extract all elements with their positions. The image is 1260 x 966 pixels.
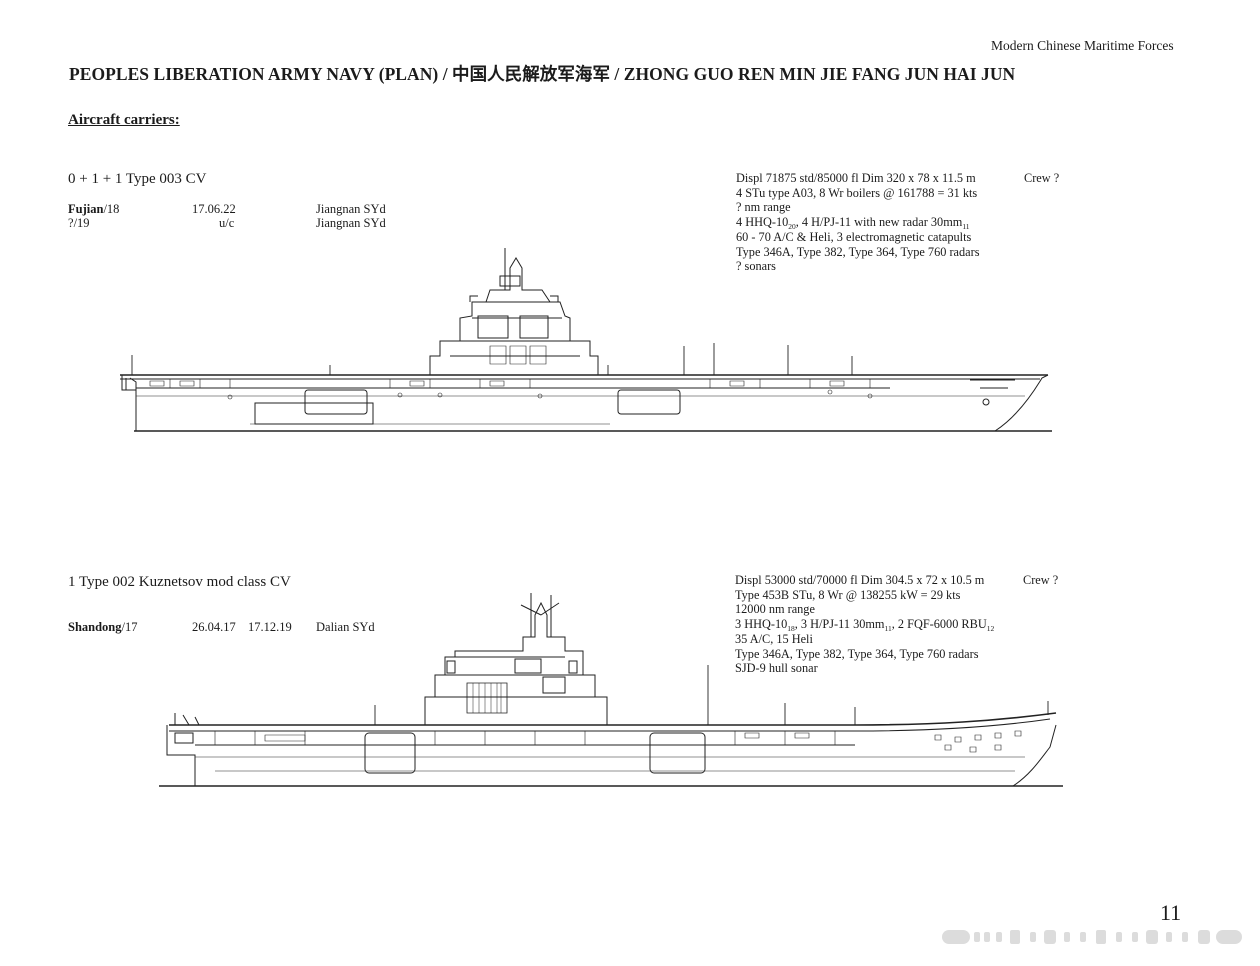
ship-profile-type-003 [110, 238, 1060, 438]
spec-displacement-dimensions: Displ 53000 std/70000 fl Dim 304.5 x 72 … [735, 573, 985, 587]
spec-propulsion: Type 453B STu, 8 Wr @ 138255 kW = 29 kts [735, 587, 961, 602]
spec-aircraft: 60 - 70 A/C & Heli, 3 electromagnetic ca… [736, 229, 972, 244]
spec-armament: 3 HHQ-1018, 3 H/PJ-11 30mm11, 2 FQF-6000… [735, 617, 995, 634]
ship-name: Shandong/17 [68, 620, 138, 634]
spec-aircraft: 35 A/C, 15 Heli [735, 631, 813, 646]
page-title: PEOPLES LIBERATION ARMY NAVY (PLAN) / 中国… [69, 64, 1016, 84]
ship-row-shandong: Shandong/17 26.04.17 17.12.19 Dalian SYd [68, 620, 398, 635]
class-heading-type-003: 0 + 1 + 1 Type 003 CV [68, 171, 207, 187]
spec-range: ? nm range [736, 200, 791, 215]
ship-row-fujian: Fujian/18 17.06.22 Jiangnan SYd [68, 202, 398, 217]
laid-down-date: 26.04.17 [192, 620, 236, 634]
builder: Jiangnan SYd [316, 202, 386, 216]
spec-armament: 4 HHQ-1020, 4 H/PJ-11 with new radar 30m… [736, 215, 970, 232]
spec-block-type-003: Displ 71875 std/85000 fl Dim 320 x 78 x … [736, 171, 979, 274]
section-heading: Aircraft carriers: [68, 112, 180, 128]
page-scroll-strip[interactable] [940, 927, 1245, 947]
ship-row-unnamed: ?/19 u/c Jiangnan SYd [68, 216, 398, 231]
spec-radars: Type 346A, Type 382, Type 364, Type 760 … [736, 244, 980, 259]
spec-radars: Type 346A, Type 382, Type 364, Type 760 … [735, 646, 979, 661]
spec-displacement-dimensions: Displ 71875 std/85000 fl Dim 320 x 78 x … [736, 171, 976, 185]
ship-profile-type-002 [155, 585, 1070, 795]
laid-down-date: 17.06.22 [192, 202, 236, 216]
ship-name: Fujian/18 [68, 202, 120, 216]
builder: Jiangnan SYd [316, 216, 386, 230]
running-header: Modern Chinese Maritime Forces [991, 38, 1174, 53]
spec-range: 12000 nm range [735, 602, 815, 617]
crew-type-003: Crew ? [1024, 171, 1060, 185]
builder: Dalian SYd [316, 620, 375, 634]
spec-block-type-002: Displ 53000 std/70000 fl Dim 304.5 x 72 … [735, 573, 994, 676]
ship-name: ?/19 [68, 216, 90, 230]
class-heading-type-002: 1 Type 002 Kuznetsov mod class CV [68, 574, 291, 590]
page-number: 11 [1160, 900, 1182, 925]
commissioned-date: 17.12.19 [248, 620, 292, 634]
build-status: u/c [219, 216, 235, 230]
spec-propulsion: 4 STu type A03, 8 Wr boilers @ 161788 = … [736, 185, 978, 200]
spec-sonars: ? sonars [736, 259, 776, 274]
crew-type-002: Crew ? [1023, 573, 1059, 587]
spec-sonars: SJD-9 hull sonar [735, 661, 818, 676]
